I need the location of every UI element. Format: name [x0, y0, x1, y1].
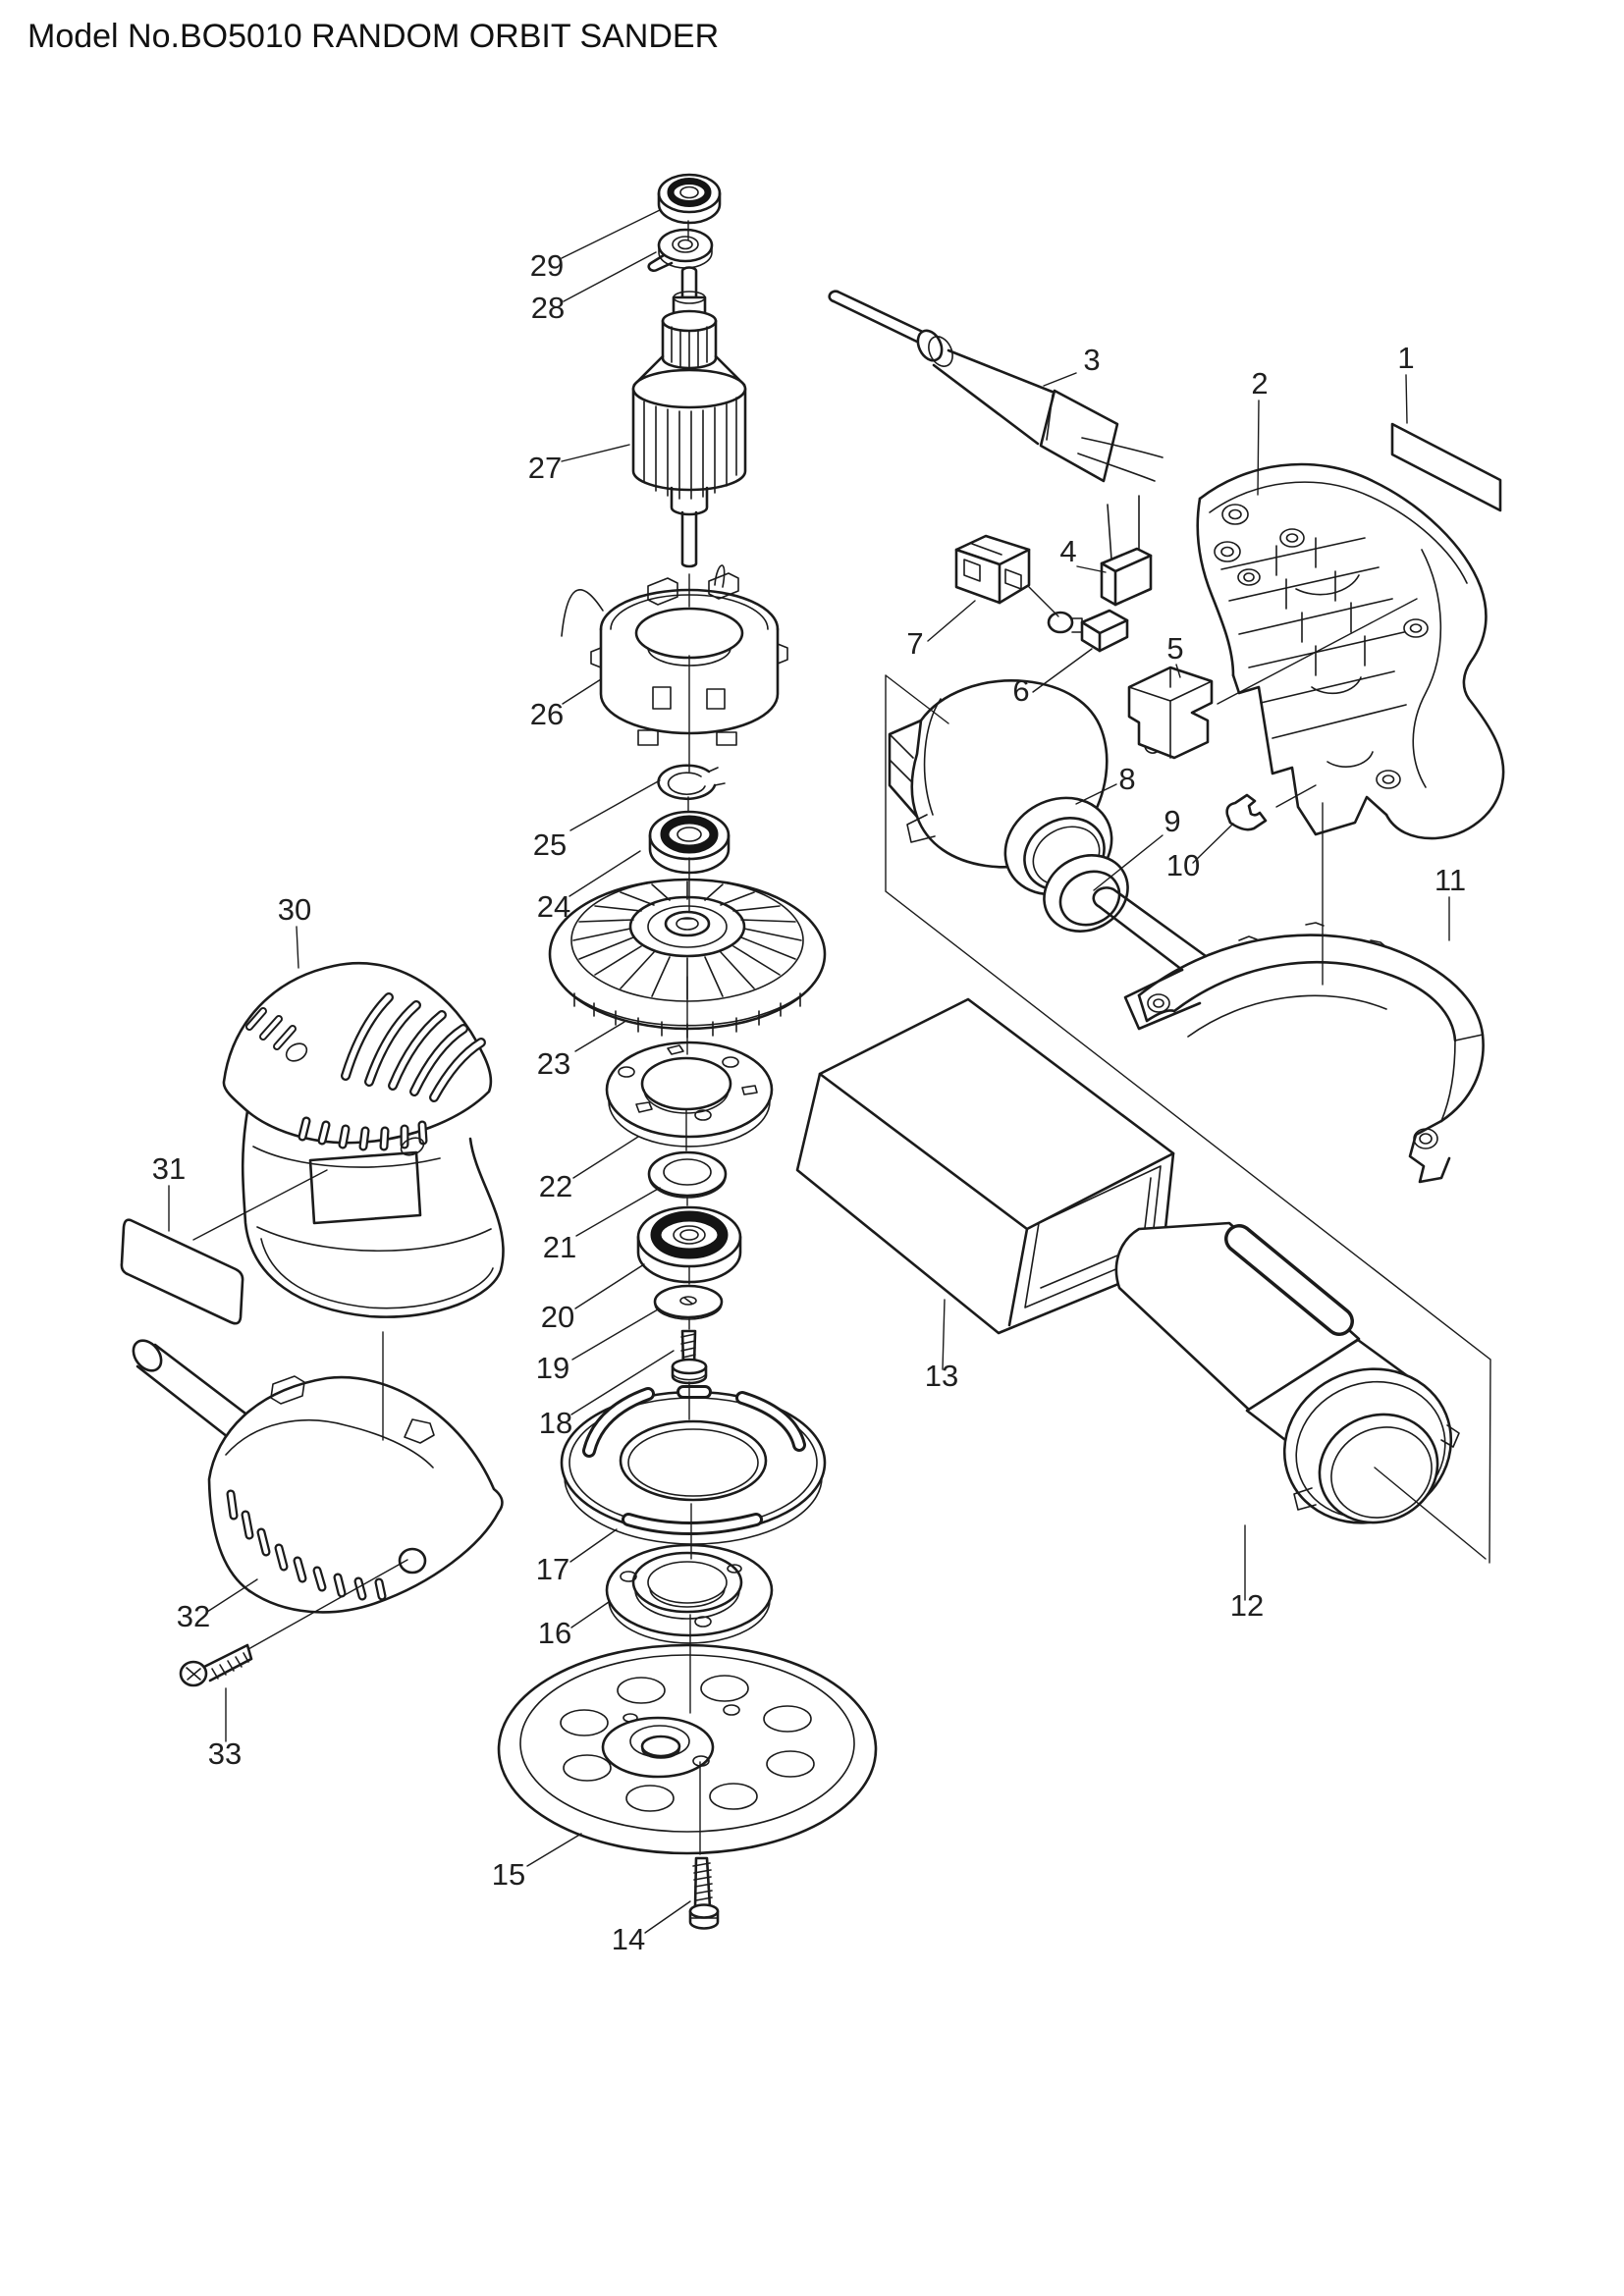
part-14-screw-drawing [688, 1856, 720, 1930]
part-label-18: 18 [539, 1406, 572, 1440]
part-label-16: 16 [538, 1616, 571, 1650]
part-label-17: 17 [536, 1552, 569, 1586]
part-25-retaining-ring-drawing [657, 764, 726, 801]
part-29-bearing-drawing [657, 173, 722, 225]
part-11-cover-drawing [1092, 886, 1485, 1184]
part-label-25: 25 [533, 828, 567, 862]
part-32-baffle-drawing [132, 1339, 504, 1614]
part-22-bearing-box-drawing [605, 1041, 774, 1148]
part-12-dust-nozzle-drawing [1114, 1221, 1460, 1524]
part-18-screw-drawing [671, 1329, 708, 1385]
part-label-24: 24 [537, 889, 570, 924]
part-31-label-drawing [120, 1218, 244, 1325]
part-19-washer-drawing [653, 1284, 724, 1320]
part-30-housing-cover-drawing [222, 961, 505, 1318]
part-1-nameplate-drawing [1390, 422, 1502, 512]
part-label-29: 29 [530, 248, 564, 283]
part-label-20: 20 [541, 1300, 574, 1334]
part-label-10: 10 [1166, 848, 1200, 882]
page-title: Model No.BO5010 RANDOM ORBIT SANDER [27, 18, 719, 55]
part-label-28: 28 [531, 291, 565, 325]
part-3-cord-drawing [828, 290, 1164, 483]
part-10-clip-drawing [1225, 793, 1268, 831]
part-23-fan-drawing [548, 878, 827, 1039]
part-13-dust-bag-drawing [795, 997, 1175, 1335]
part-16-pad-brake-drawing [605, 1543, 774, 1644]
part-label-30: 30 [278, 892, 311, 927]
part-26-field-drawing [561, 564, 788, 746]
part-20-bearing-drawing [636, 1205, 742, 1284]
part-21-ring-drawing [647, 1150, 728, 1199]
part-label-7: 7 [906, 626, 923, 661]
part-label-21: 21 [543, 1230, 576, 1264]
part-label-12: 12 [1230, 1588, 1264, 1623]
part-label-3: 3 [1083, 343, 1100, 377]
callout-leader-lines [168, 209, 1450, 1934]
part-label-1: 1 [1397, 341, 1414, 375]
part-17-balancer-drawing [560, 1385, 827, 1545]
part-label-11: 11 [1435, 863, 1466, 897]
part-label-22: 22 [539, 1169, 572, 1203]
part-27-armature-drawing [631, 266, 747, 568]
part-label-8: 8 [1118, 762, 1135, 796]
part-label-33: 33 [208, 1736, 242, 1771]
part-label-14: 14 [612, 1922, 645, 1956]
part-label-27: 27 [528, 451, 562, 485]
part-label-6: 6 [1012, 673, 1029, 708]
part-2-housing-drawing [1196, 462, 1505, 840]
part-label-19: 19 [536, 1351, 569, 1385]
callout-numbers: 1 2 3 4 5 6 7 8 9 10 11 12 13 14 15 16 1… [152, 248, 1466, 1956]
part-label-4: 4 [1059, 534, 1076, 568]
part-label-26: 26 [530, 697, 564, 731]
part-6-connector-drawing [1047, 609, 1129, 653]
part-label-2: 2 [1251, 366, 1268, 400]
part-label-31: 31 [152, 1151, 186, 1186]
part-label-15: 15 [492, 1857, 525, 1892]
part-label-32: 32 [177, 1599, 210, 1633]
part-label-13: 13 [925, 1359, 958, 1393]
part-4-capacitor-drawing [1100, 495, 1153, 607]
part-7-switch-drawing [954, 534, 1031, 605]
assembly-axis-lines [192, 220, 1491, 1855]
part-28-lock-nut-drawing [647, 228, 714, 273]
part-label-23: 23 [537, 1046, 570, 1081]
part-5-strain-relief-drawing [1127, 666, 1214, 760]
part-33-screw-drawing [179, 1643, 253, 1687]
part-label-5: 5 [1166, 631, 1183, 666]
part-15-pad-drawing [497, 1643, 878, 1855]
part-label-9: 9 [1164, 804, 1180, 838]
